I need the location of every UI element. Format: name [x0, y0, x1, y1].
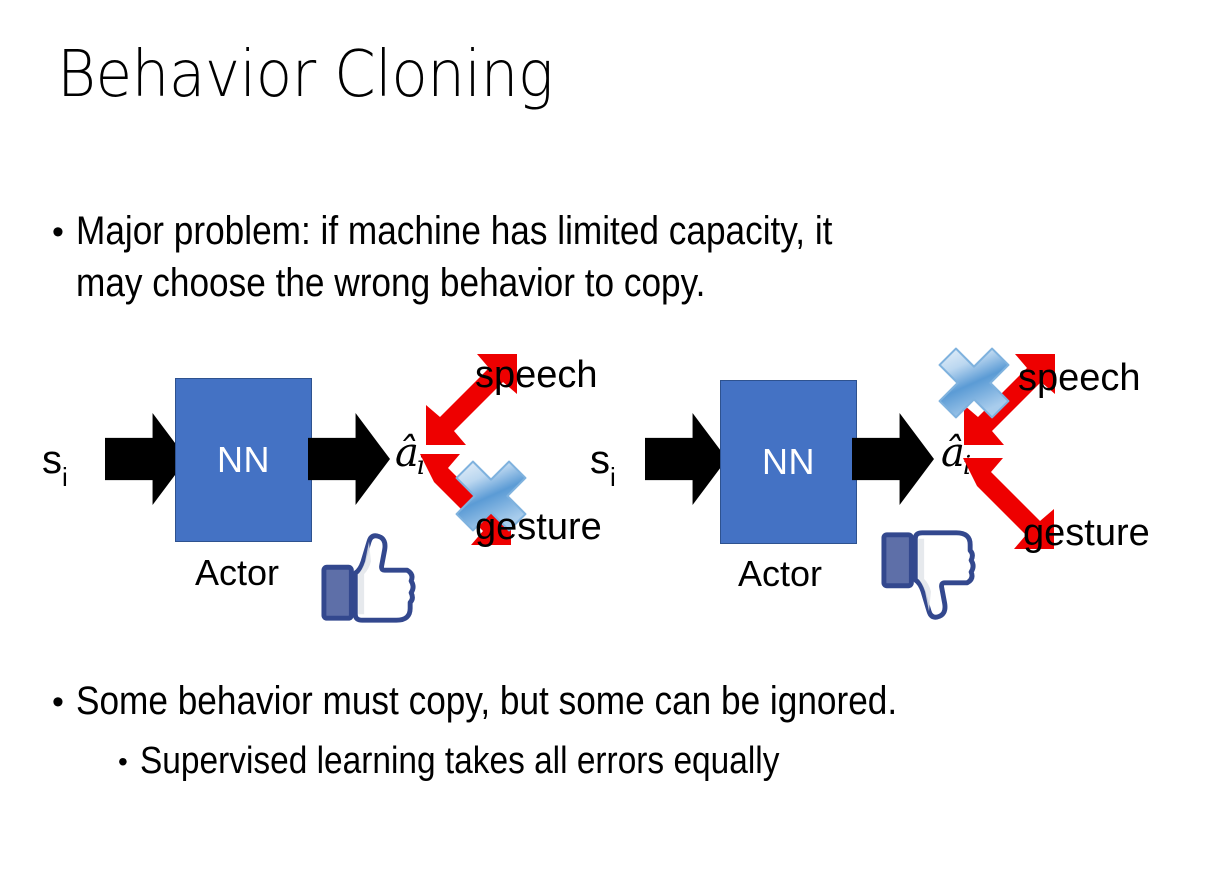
diagram-right: si NN Actor â i — [575, 340, 1195, 640]
nn-box-right: NN — [720, 380, 857, 544]
input-state-label-right: si — [590, 438, 616, 490]
output-action-label-left: âi — [395, 430, 427, 479]
input-state-label-left: si — [42, 438, 68, 490]
cross-out-icon-speech-right — [938, 347, 1010, 419]
speech-arrow-right — [964, 354, 1055, 445]
thumbs-up-icon — [321, 533, 416, 623]
bullet-marker-icon: • — [118, 746, 128, 777]
output-arrow-left — [308, 413, 390, 505]
bullet-text: Major problem: if machine has limited ca… — [75, 209, 833, 305]
nn-box-left: NN — [175, 378, 312, 542]
output-arrow-right — [852, 413, 934, 505]
gesture-arrow-left — [420, 454, 511, 545]
actor-caption-left: Actor — [195, 552, 280, 593]
gesture-label-right: gesture — [1023, 512, 1150, 554]
nn-box-label: NN — [217, 439, 270, 480]
speech-arrow-left — [426, 354, 517, 445]
diagram-left: si NN Actor âi speech — [20, 340, 620, 640]
input-state-symbol: s — [590, 438, 610, 482]
speech-label-right: speech — [1018, 357, 1141, 399]
nn-box-label: NN — [762, 441, 815, 482]
gesture-label-left: gesture — [475, 506, 602, 548]
bullet-item-major-problem: • Major problem: if machine has limited … — [52, 205, 1172, 309]
thumbs-down-icon — [881, 530, 976, 620]
actor-caption-right: Actor — [738, 553, 823, 594]
bullet-marker-icon: • — [52, 683, 64, 721]
bullet-item-supervised-learning: • Supervised learning takes all errors e… — [118, 737, 1178, 786]
output-action-symbol: â — [941, 430, 965, 476]
bullet-item-some-behavior: • Some behavior must copy, but some can … — [52, 675, 1172, 727]
gesture-arrow-right — [963, 458, 1054, 549]
output-action-symbol: â — [395, 430, 419, 476]
page-title: Behavior Cloning — [57, 38, 554, 112]
bullet-text: Some behavior must copy, but some can be… — [75, 679, 898, 723]
input-state-subscript: i — [610, 462, 616, 492]
bullet-text: Supervised learning takes all errors equ… — [139, 740, 780, 782]
input-arrow-right — [645, 413, 727, 505]
cross-out-icon-gesture-left — [455, 460, 527, 532]
speech-label-left: speech — [475, 354, 598, 396]
input-state-symbol: s — [42, 438, 62, 482]
input-state-subscript: i — [62, 462, 68, 492]
output-action-subscript: i — [416, 451, 426, 481]
bullet-marker-icon: • — [52, 213, 64, 251]
